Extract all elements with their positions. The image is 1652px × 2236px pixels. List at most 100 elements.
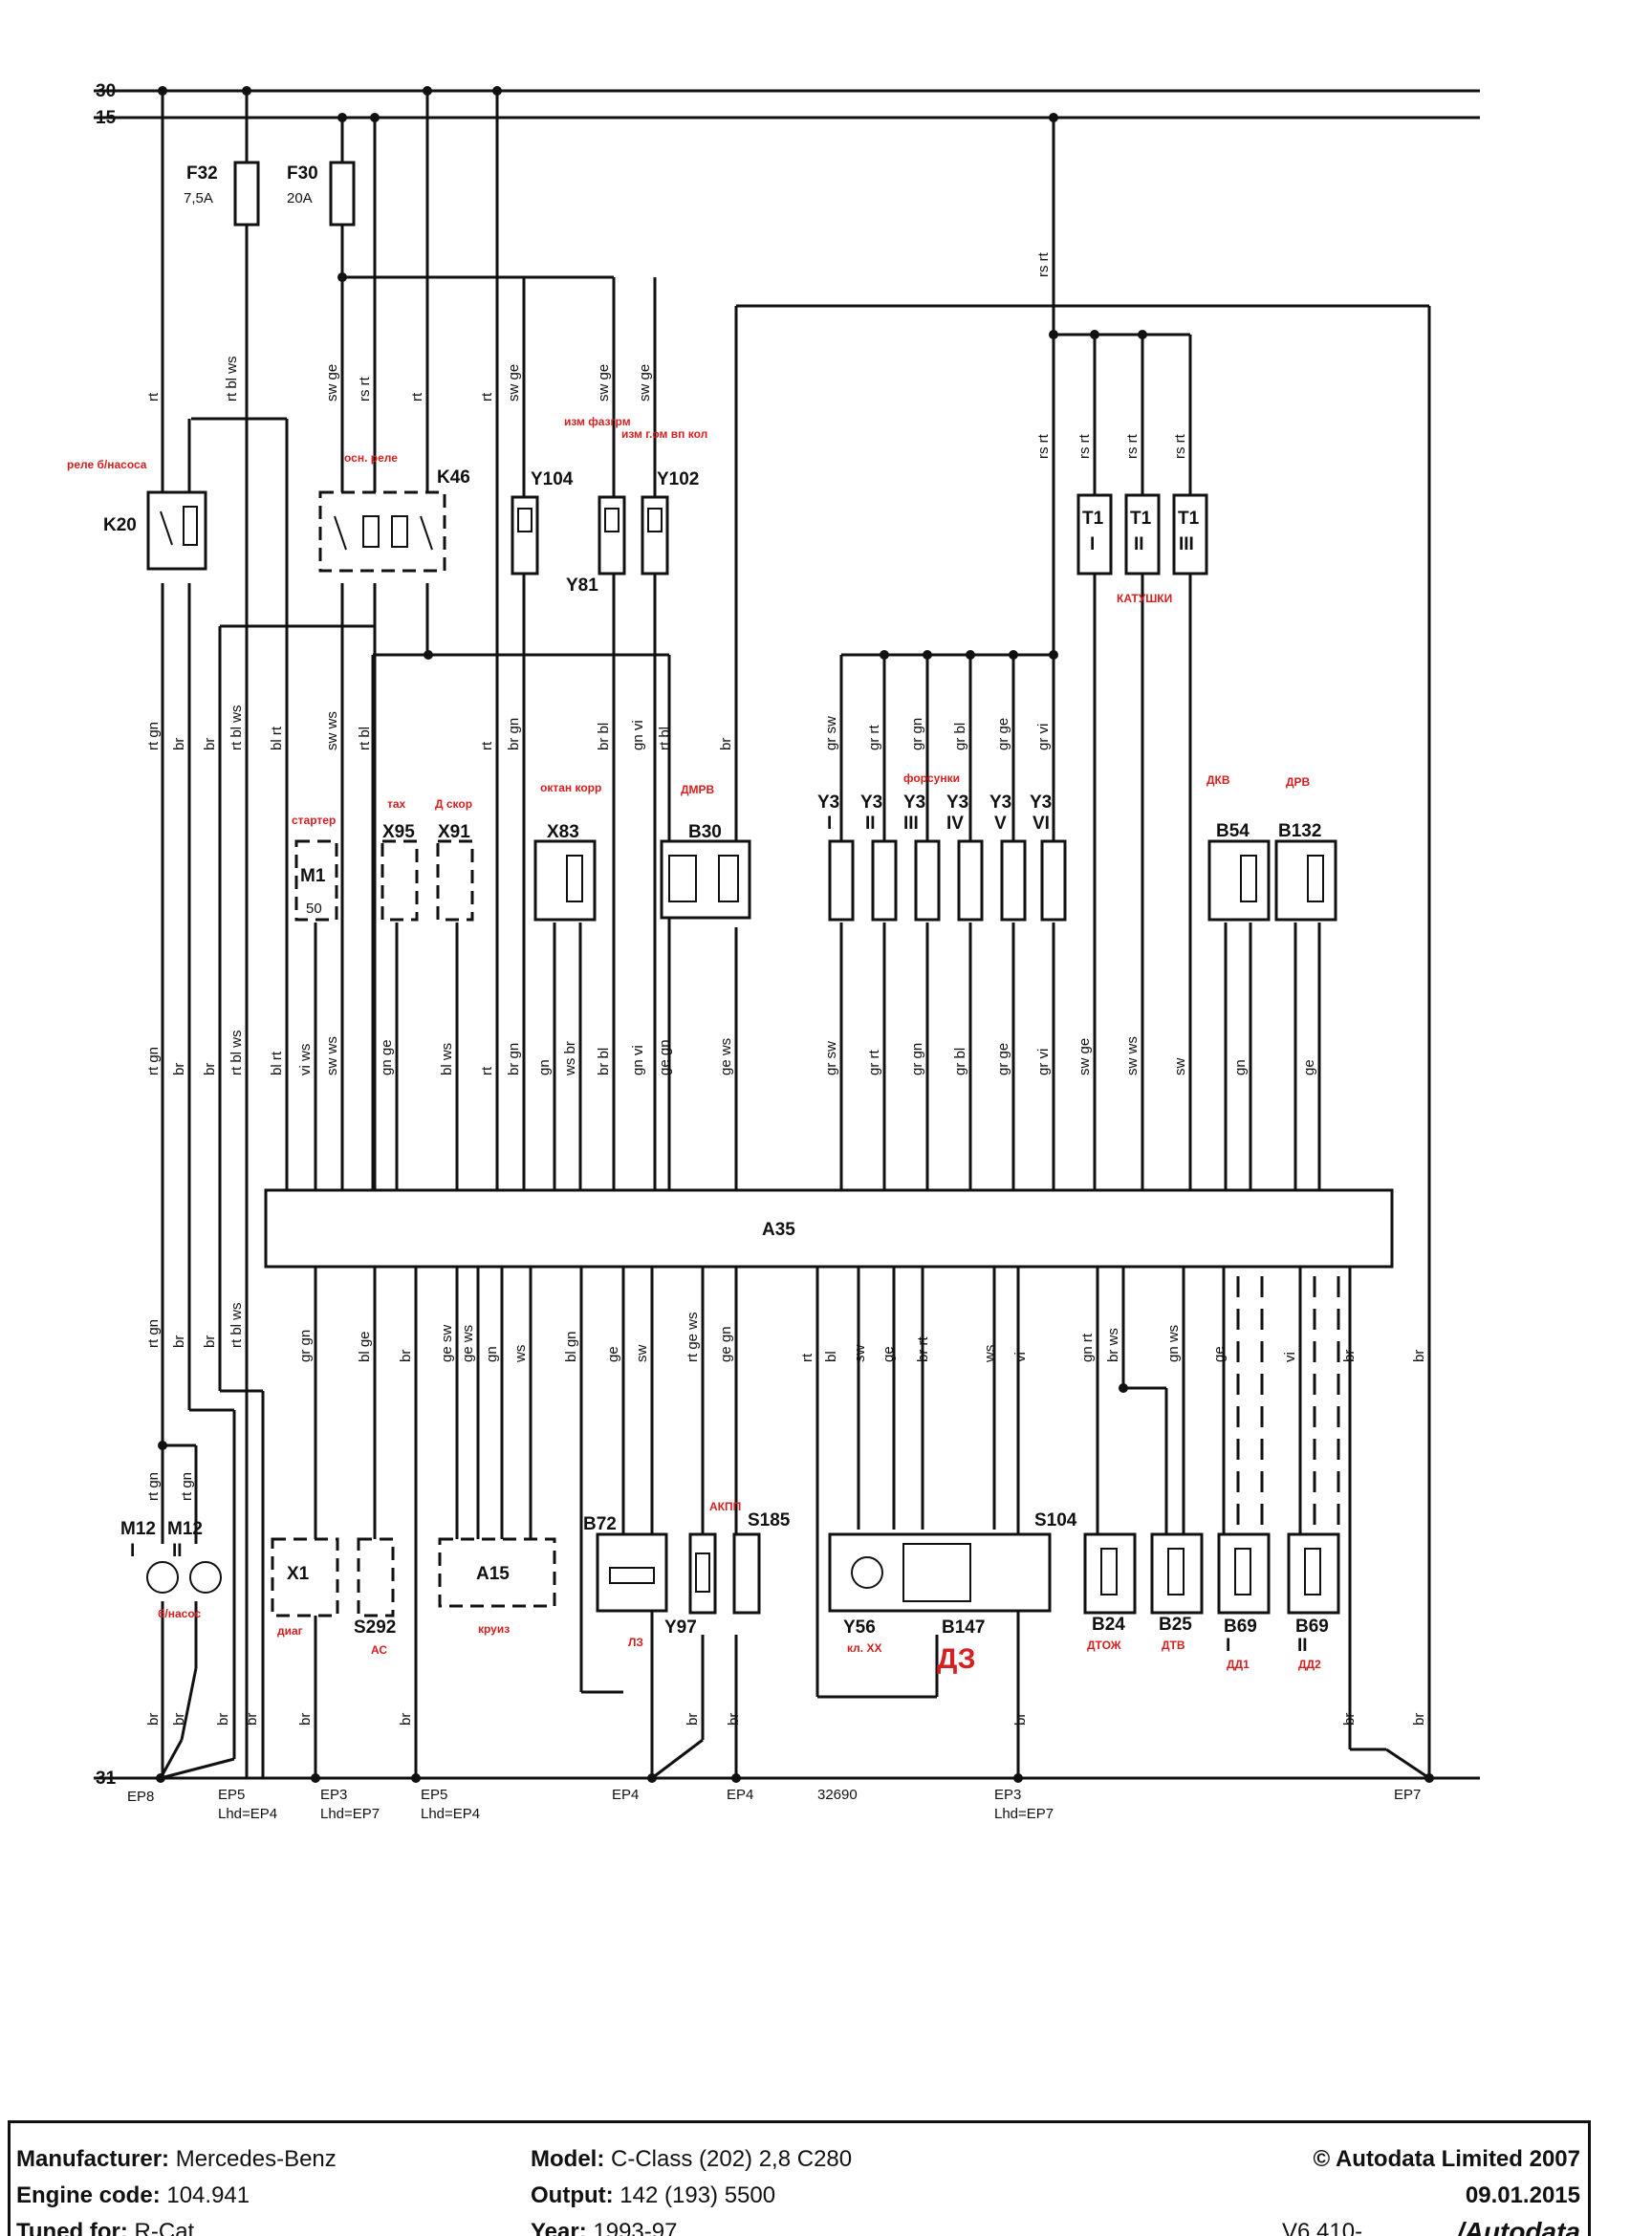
wire-label: br gn [506, 718, 522, 750]
wire-label: br gn [506, 1043, 522, 1075]
ground-ep5: EP5 [218, 1787, 245, 1803]
wire-label: gn [484, 1346, 500, 1362]
solenoid-y102-label: Y102 [657, 469, 699, 489]
connector-x91-label: X91 [438, 822, 470, 842]
coil-2-label: T1 [1130, 509, 1152, 529]
fuse-f30-rating: 20A [287, 190, 313, 206]
wire-color-labels: rt rt bl ws sw ge rs rt rt rt sw ge sw g… [145, 251, 1427, 1726]
fuse-f30-label: F30 [287, 163, 318, 184]
note-dd1: ДД1 [1227, 1658, 1250, 1671]
note-tach: тах [387, 797, 406, 811]
injector-3-index: III [903, 814, 919, 834]
wire-label: sw ge [1076, 1038, 1093, 1075]
wire-label: sw ge [324, 364, 340, 402]
starter-m1-pin: 50 [306, 901, 322, 917]
wire-label: gr rt [866, 725, 882, 751]
wire-label: br [171, 1713, 187, 1726]
note-lz: ЛЗ [628, 1636, 643, 1649]
year-value: 1993-97 [593, 2219, 678, 2236]
wire-label: ge sw [439, 1325, 455, 1362]
sensor-b25-label: B25 [1159, 1615, 1192, 1635]
wire-label: br [1012, 1713, 1029, 1726]
wire-label: rt bl [357, 727, 373, 750]
wire-label: rt bl [657, 727, 673, 750]
wire-label: ws [982, 1345, 998, 1363]
wire-label: rt bl ws [224, 356, 240, 402]
ground-ep5-sub: Lhd=EP4 [218, 1806, 277, 1822]
manufacturer-value: Mercedes-Benz [175, 2146, 337, 2172]
wire-label: gr vi [1035, 724, 1052, 750]
wire-label: ge [880, 1346, 897, 1362]
wire-label: rs rt [1035, 433, 1052, 459]
wire-label: br [244, 1713, 260, 1726]
injector-2-index: II [865, 814, 876, 834]
coil-1-label: T1 [1082, 509, 1104, 529]
wire-label: gr rt [866, 1050, 882, 1076]
wiring [159, 91, 1431, 1780]
wire-label: rt gn [145, 722, 162, 750]
wire-label: br [202, 738, 218, 750]
relay-k46: K46 осн. реле [318, 451, 470, 573]
tuned-row: Tuned for: R-Cat [16, 2219, 194, 2236]
note-dtv: ДТВ [1162, 1639, 1185, 1652]
wire-label: gn rt [1079, 1333, 1096, 1362]
wire-label: br [171, 1063, 187, 1075]
wire-label: rt gn [145, 1472, 162, 1501]
connector-x91: X91 Д скор [435, 797, 474, 922]
starter-m1: M1 50 стартер [292, 814, 338, 922]
wire-label: rt [479, 1066, 495, 1075]
note-akpp: АКПП [709, 1500, 741, 1513]
wire-label: rt bl ws [228, 1302, 245, 1348]
wire-label: sw [634, 1345, 650, 1363]
note-injectors: форсунки [903, 771, 960, 785]
wire-label: gn [1232, 1059, 1249, 1075]
wire-label: gr sw [823, 716, 839, 750]
wire-label: gr sw [823, 1041, 839, 1075]
wire-label: ge [1301, 1059, 1317, 1075]
title-block: Manufacturer: Mercedes-Benz Engine code:… [8, 2120, 1591, 2236]
wire-label: bl gn [563, 1331, 579, 1362]
solenoid-y81-label: Y81 [566, 575, 598, 596]
model-label: Model: [531, 2146, 605, 2172]
wire-label: gn vi [630, 720, 646, 750]
ground-ep3-b: EP3 [994, 1787, 1021, 1803]
wire-label: sw ge [637, 364, 653, 402]
wire-label: sw [1172, 1058, 1188, 1076]
rail-30-label: 30 [96, 81, 116, 101]
note-coils: КАТУШКИ [1117, 592, 1172, 605]
wire-label: sw ge [506, 364, 522, 402]
note-starter: стартер [292, 814, 336, 827]
injectors-y3: Y3 I Y3 II Y3 III Y3 IV Y3 V Y3 VI форсу… [817, 771, 1067, 922]
starter-m1-label: M1 [300, 866, 326, 886]
note-dd2: ДД2 [1298, 1658, 1321, 1671]
wire-label: br rt [915, 1336, 931, 1363]
knock-sensor-2-index: II [1297, 1636, 1308, 1656]
wire-label: br [171, 1335, 187, 1348]
throttle-unit: Y56 B147 S104 кл. ХХ ДЗ [828, 1510, 1077, 1675]
wire-label: br [726, 1713, 742, 1726]
output-value: 142 (193) 5500 [620, 2182, 776, 2208]
wire-label: ge ws [460, 1325, 476, 1362]
wire-label: ge ws [718, 1038, 734, 1075]
connector-x95-label: X95 [382, 822, 415, 842]
wire-label: bl [823, 1351, 839, 1362]
wire-label: br [1411, 1713, 1427, 1726]
sensor-b25: B25 ДТВ [1150, 1532, 1204, 1652]
ignition-coils-t1: T1 I T1 II T1 III КАТУШКИ [1076, 493, 1208, 605]
injector-6-label: Y3 [1030, 792, 1052, 813]
print-date: 09.01.2015 [1465, 2182, 1580, 2208]
note-pump-relay: реле б/насоса [67, 458, 147, 471]
wire-label: rt gn [145, 1047, 162, 1075]
knock-sensor-2-label: B69 [1295, 1617, 1329, 1637]
wire-label: bl ge [357, 1331, 373, 1362]
wire-label: sw [852, 1345, 868, 1363]
wire-label: br bl [596, 1048, 612, 1075]
note-dkv: ДКВ [1206, 773, 1230, 787]
version: V6.410- [1282, 2219, 1363, 2236]
note-ac: АС [371, 1643, 387, 1657]
switch-s185-label: S185 [748, 1510, 791, 1530]
rail-15-label: 15 [96, 108, 117, 128]
switch-s104-label: S104 [1034, 1510, 1077, 1530]
diag-socket-x1: X1 диаг [271, 1537, 339, 1638]
ground-ep8: EP8 [127, 1789, 154, 1805]
